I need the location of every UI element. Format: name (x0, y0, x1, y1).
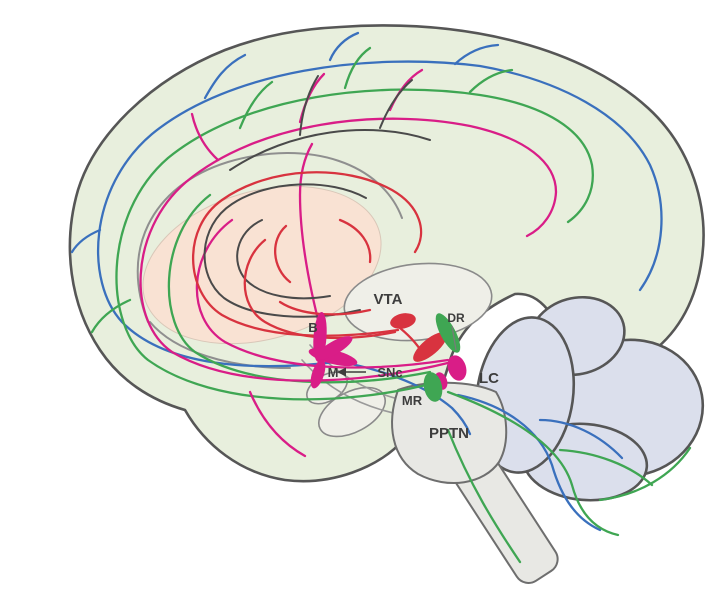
bf-nucleus-diagonal (315, 336, 353, 360)
acetylcholine-fibers (70, 31, 663, 532)
mr-label: MR (402, 393, 423, 408)
dark-fibers (203, 75, 431, 318)
snc-label: SNc (377, 365, 402, 380)
noradrenaline-nuclei (423, 313, 461, 402)
dr-leader-line (451, 325, 457, 351)
dopamine-nuclei (390, 313, 447, 362)
serotonin-fibers (139, 68, 558, 458)
snc-leader-arrow-head (337, 367, 346, 377)
lc-nucleus-lower (423, 372, 443, 402)
noradrenaline-fibers (90, 46, 692, 564)
thalamus-region (343, 262, 493, 342)
cholinergic-basal-forebrain-nuclei (308, 312, 358, 389)
lc-label: LC (479, 370, 499, 387)
dr-label: DR (447, 311, 465, 325)
basal-forebrain-label: B (308, 320, 317, 335)
dr-nucleus (447, 355, 467, 381)
subcortical-region (142, 185, 382, 345)
bf-nucleus-lower (310, 359, 326, 389)
vta-label: VTA (374, 291, 403, 308)
pptn-label: PPTN (429, 425, 469, 442)
meynert-label: M (328, 365, 339, 380)
corpus-callosum-arc (136, 152, 403, 323)
labels: VTA B M SNc MR PPTN LC DR (308, 291, 499, 442)
lc-nucleus-upper (435, 313, 461, 353)
vta-nucleus (390, 313, 416, 329)
snc-nucleus (413, 332, 447, 362)
midline-structures (306, 262, 493, 438)
